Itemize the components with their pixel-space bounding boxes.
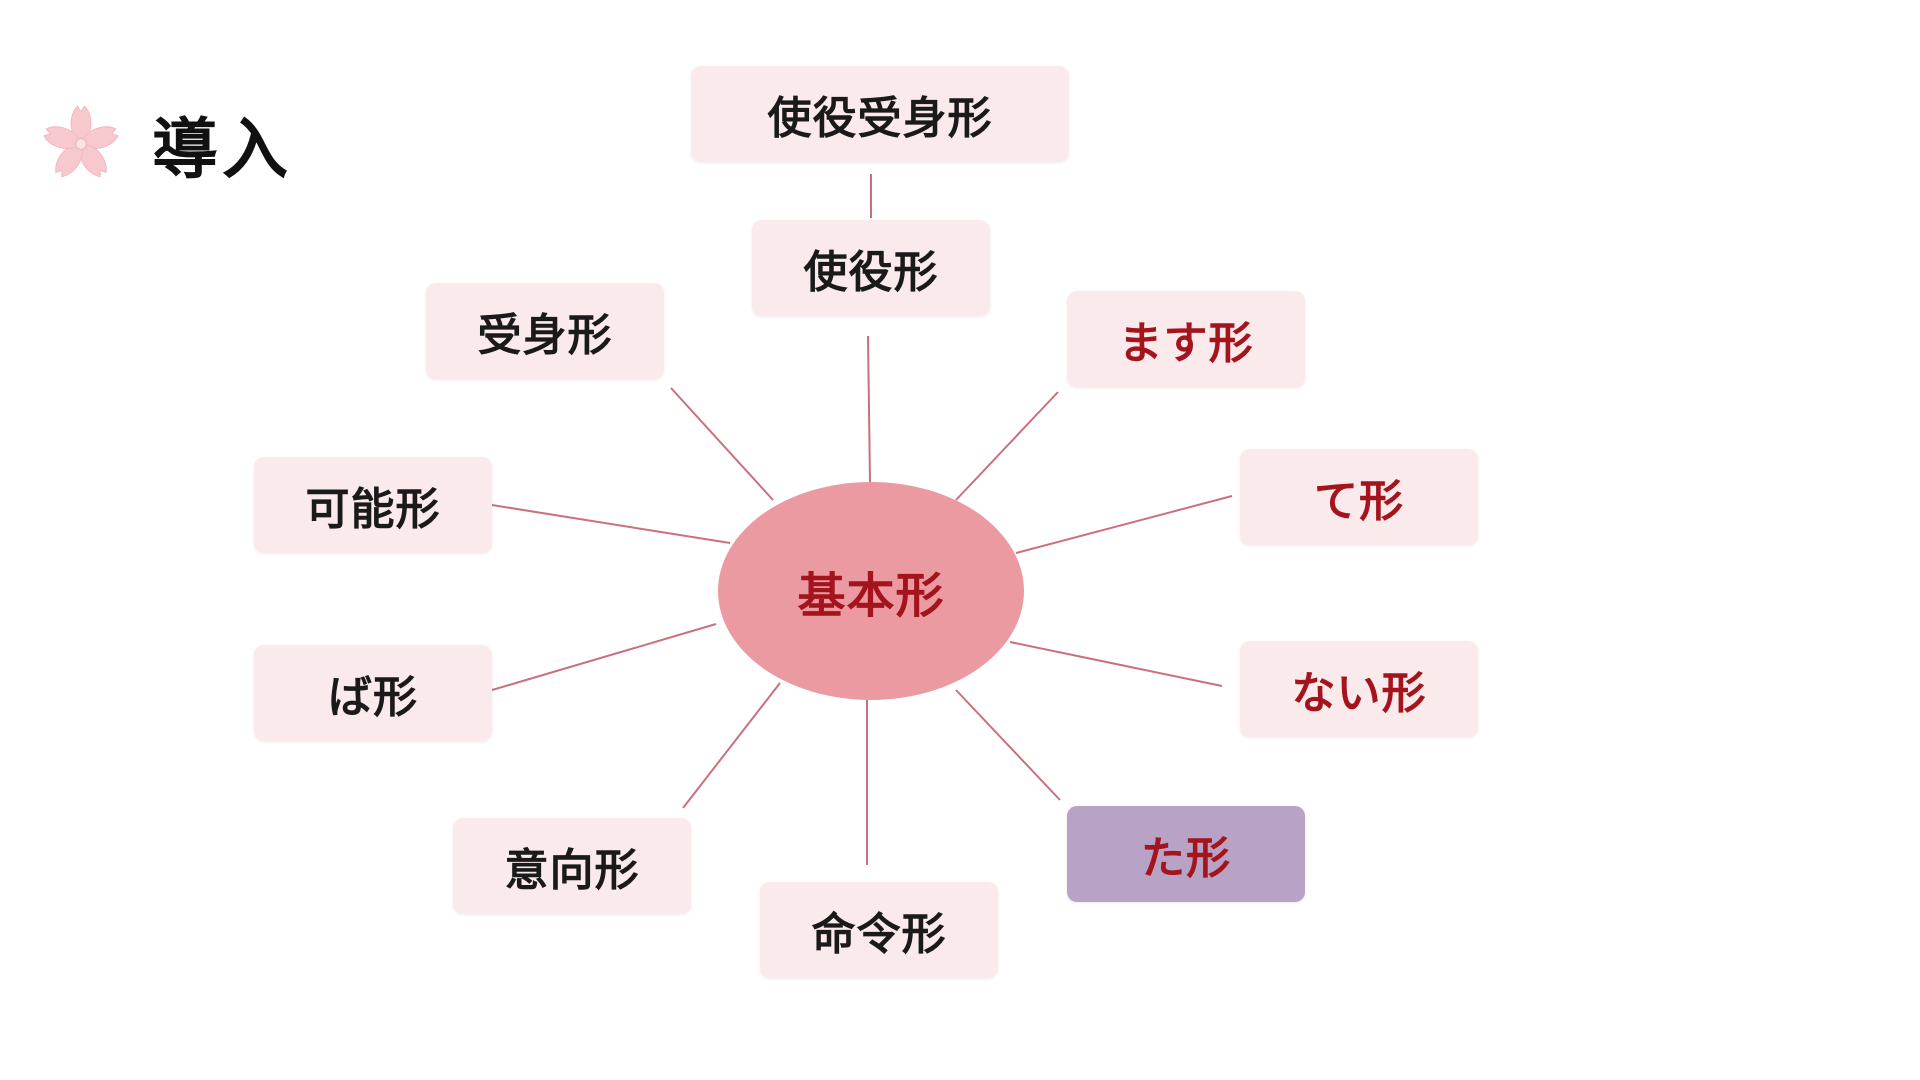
node-nai: ない形: [1240, 641, 1478, 737]
node-kanou: 可能形: [254, 457, 492, 553]
connector-masu: [955, 391, 1059, 501]
connector-ikou: [682, 682, 781, 809]
connector-nai: [1009, 641, 1223, 687]
connector-ta: [955, 689, 1061, 801]
node-ikou: 意向形: [453, 818, 691, 914]
page-title: 導入: [152, 111, 292, 188]
center-node-kihonkei: 基本形: [718, 482, 1024, 700]
node-shieki: 使役形: [752, 220, 990, 316]
node-masu: ます形: [1067, 291, 1305, 387]
connector-shieki: [867, 335, 871, 483]
connector-kanou: [491, 504, 731, 544]
node-shieki-ukemi: 使役受身形: [691, 66, 1069, 162]
node-te: て形: [1240, 449, 1478, 545]
connector-ukemi: [670, 387, 774, 501]
connector-te: [1015, 495, 1233, 554]
node-ukemi: 受身形: [426, 283, 664, 379]
node-ba: ば形: [254, 645, 492, 741]
connector-ba: [491, 623, 717, 691]
node-ta: た形: [1067, 806, 1305, 902]
sakura-flower-icon: [43, 105, 119, 178]
title-area: 導入: [36, 98, 292, 190]
node-meirei: 命令形: [760, 882, 998, 978]
